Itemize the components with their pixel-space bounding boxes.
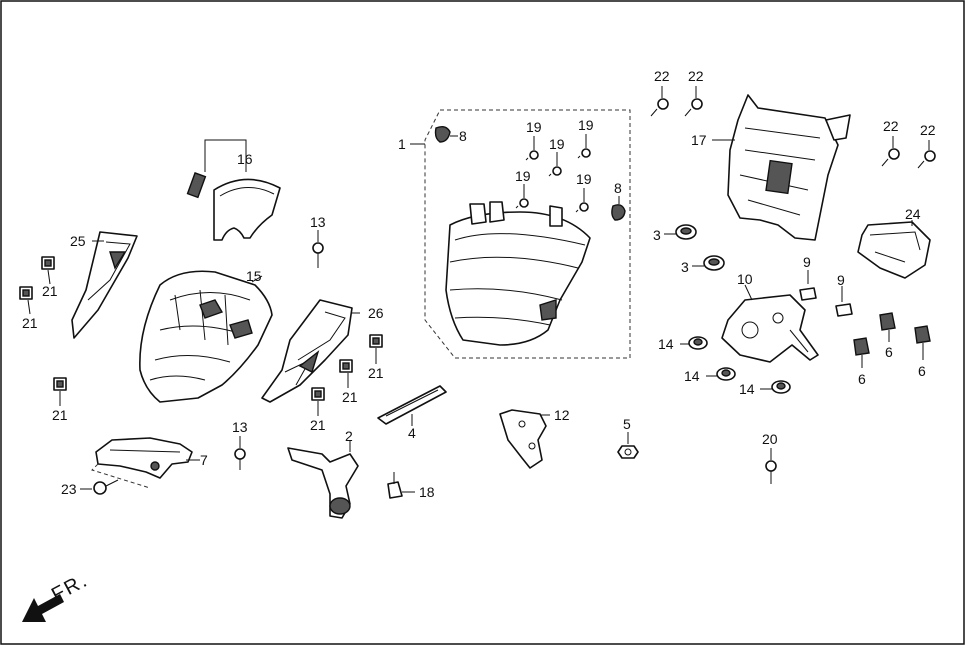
direction-label: FR. [48, 569, 92, 606]
callout-26: 26 [368, 305, 384, 321]
callout-18: 18 [419, 484, 435, 500]
callout-7: 7 [200, 452, 208, 468]
part-8-clip-lower [611, 196, 626, 221]
part-1-headlight [445, 201, 591, 346]
part-4-strap [377, 385, 447, 426]
callout-6: 6 [885, 344, 893, 360]
part-8-clip-upper [434, 125, 458, 143]
callout-22: 22 [883, 118, 899, 134]
callout-10: 10 [737, 271, 753, 287]
callout-1: 1 [398, 136, 406, 152]
part-9-rubbers [799, 270, 853, 317]
callout-6: 6 [918, 363, 926, 379]
part-21-nuts [19, 256, 383, 416]
callout-22: 22 [920, 122, 936, 138]
part-16-visor [186, 139, 281, 241]
callout-13: 13 [232, 419, 248, 435]
callout-6: 6 [858, 371, 866, 387]
callout-2: 2 [345, 428, 353, 444]
callout-21: 21 [368, 365, 384, 381]
callout-8: 8 [614, 180, 622, 196]
callout-8: 8 [459, 128, 467, 144]
callout-21: 21 [52, 407, 68, 423]
callout-9: 9 [803, 254, 811, 270]
callout-21: 21 [22, 315, 38, 331]
callout-3: 3 [653, 227, 661, 243]
callout-4: 4 [408, 425, 416, 441]
callout-3: 3 [681, 259, 689, 275]
part-13-screws [234, 230, 324, 470]
callout-22: 22 [688, 68, 704, 84]
callout-19: 19 [549, 136, 565, 152]
callout-19: 19 [578, 117, 594, 133]
part-24-cover [857, 221, 931, 279]
callout-12: 12 [554, 407, 570, 423]
callout-16: 16 [237, 151, 253, 167]
callout-19: 19 [515, 168, 531, 184]
front-arrow-icon [22, 594, 64, 622]
part-7-mount [91, 437, 200, 489]
part-12-bracket [499, 409, 550, 469]
part-10-bracket-plate [721, 294, 819, 363]
callout-9: 9 [837, 272, 845, 288]
callout-labels: 1 2 3 3 4 5 6 6 6 7 8 8 9 9 10 12 13 13 … [22, 68, 936, 500]
callout-19: 19 [526, 119, 542, 135]
callout-17: 17 [691, 132, 707, 148]
part-18-bolt [387, 472, 415, 499]
part-14-grommets [680, 336, 791, 394]
part-26-right-panel [261, 299, 353, 403]
callout-14: 14 [739, 381, 755, 397]
part-16-clip [186, 172, 207, 199]
part-6-rubbers [853, 312, 931, 368]
part-19-screws [515, 134, 591, 213]
part-20-screw [765, 448, 777, 484]
callout-15: 15 [246, 268, 262, 284]
part-3-grommets [664, 224, 725, 271]
part-5-nut [617, 432, 639, 459]
callout-24: 24 [905, 206, 921, 222]
part-23-bolt [80, 479, 119, 495]
callout-22: 22 [654, 68, 670, 84]
part-17-inner-bracket [727, 94, 851, 241]
part-2-stem [287, 440, 359, 519]
part-25-left-panel [71, 231, 138, 339]
callout-21: 21 [42, 283, 58, 299]
callout-21: 21 [310, 417, 326, 433]
callout-14: 14 [684, 368, 700, 384]
callout-19: 19 [576, 171, 592, 187]
part-22-screws [650, 86, 936, 169]
callout-13: 13 [310, 214, 326, 230]
part-15-front-cover [139, 270, 273, 403]
callout-25: 25 [70, 233, 86, 249]
direction-indicator: FR. [22, 569, 92, 622]
callout-14: 14 [658, 336, 674, 352]
callout-23: 23 [61, 481, 77, 497]
callout-21: 21 [342, 389, 358, 405]
assembly-box-1 [424, 109, 631, 359]
callout-20: 20 [762, 431, 778, 447]
callout-5: 5 [623, 416, 631, 432]
